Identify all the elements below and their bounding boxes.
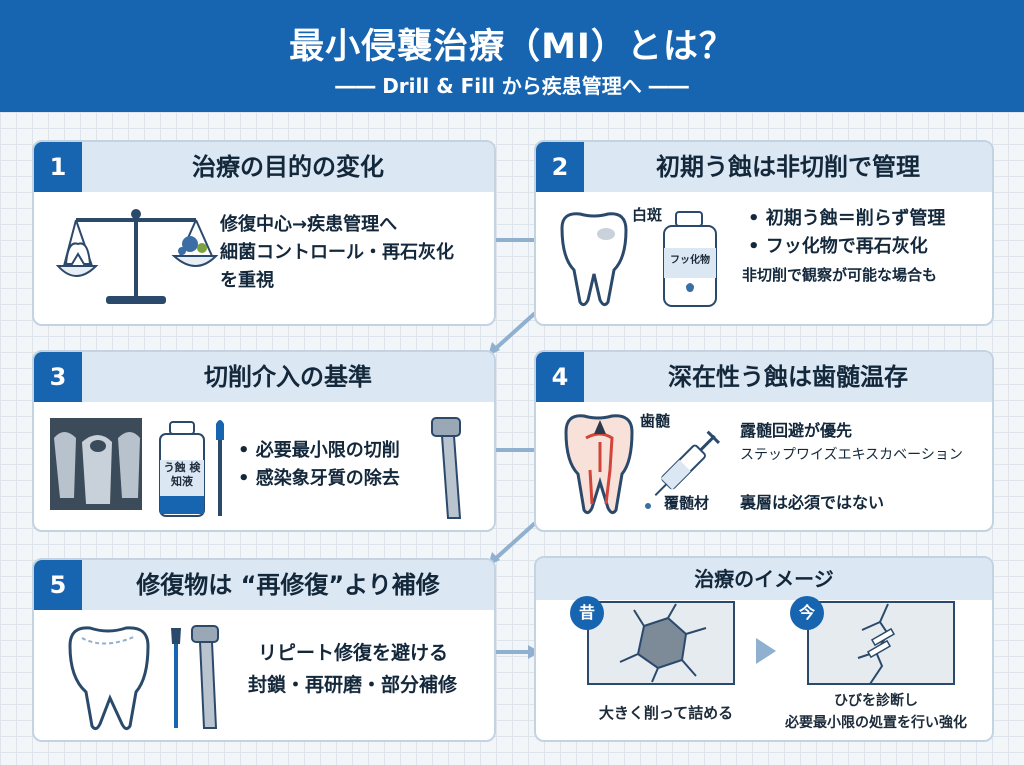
arrow-right-icon: [756, 638, 776, 664]
pulp-label: 歯髄: [640, 412, 671, 430]
brush-icon: [171, 628, 181, 728]
step-number: 2: [536, 142, 584, 192]
card-text-1: • 初期う蝕＝削らず管理: [748, 208, 946, 229]
step-number: 3: [34, 352, 82, 402]
card-cutting-criteria: 3 切削介入の基準 う蝕 検知液 • 必要最小限の切削 • 感染象牙質の除去: [32, 350, 496, 532]
card-text-1: 修復中心→疾患管理へ: [220, 214, 398, 235]
card-pulp-preservation: 4 深在性う蝕は歯髄温存 歯髄 覆髄材 露髄回避が優先 ステップワイズエキスカベ…: [534, 350, 994, 532]
card-title: 初期う蝕は非切削で管理: [656, 153, 920, 181]
after-caption-2: 必要最小限の処置を行い強化: [785, 715, 967, 731]
card-text-3: 非切削で観察が可能な場合も: [742, 266, 938, 284]
card-early-caries: 2 初期う蝕は非切削で管理 白斑 フッ化物 • 初期う蝕＝削らず管理 • フッ化…: [534, 140, 994, 326]
card-header: [34, 352, 494, 402]
after-crack-illustration: [807, 601, 955, 685]
card-text-1: リピート修復を避ける: [258, 642, 449, 664]
card-text-1: 露髄回避が優先: [740, 421, 853, 440]
panel-title: 治療のイメージ: [694, 567, 834, 591]
step-number: 5: [34, 560, 82, 610]
after-caption-1: ひびを診断し: [834, 693, 918, 709]
caries-detector-bottle-icon: [159, 421, 205, 517]
page-header: 最小侵襲治療（MI）とは？ ―― Drill & Fill から疾患管理へ ――: [0, 0, 1024, 112]
before-cavity-illustration: [587, 601, 735, 685]
card-text-3: 裏層は必須ではない: [740, 493, 885, 512]
step-number: 1: [34, 142, 82, 192]
card-text-2: ステップワイズエキスカベーション: [740, 447, 963, 463]
card-purpose-change: 1 治療の目的の変化 修復中心→疾患管理へ 細菌コントロール・再石灰化 を重視: [32, 140, 496, 326]
treatment-image-panel: 治療のイメージ 昔 今 大きく削って詰める ひびを診断し 必要最小限の処置を行い…: [534, 556, 994, 742]
card-text-2: • 感染象牙質の除去: [238, 468, 400, 489]
xray-image-icon: [50, 418, 142, 510]
step-number: 4: [536, 352, 584, 402]
tooth-cross-section-icon: [564, 414, 634, 515]
card-header: [34, 142, 494, 192]
detector-label: う蝕 検知液: [163, 461, 201, 488]
handpiece-icon: [191, 625, 219, 729]
card-text-2: • フッ化物で再石灰化: [748, 236, 928, 257]
page-title: 最小侵襲治療（MI）とは？: [289, 27, 735, 67]
pulp-capping-label: 覆髄材: [664, 494, 710, 512]
white-spot-label: 白斑: [632, 206, 663, 224]
card-title: 治療の目的の変化: [192, 153, 384, 181]
page-subtitle: ―― Drill & Fill から疾患管理へ ――: [335, 74, 689, 98]
before-caption: 大きく削って詰める: [598, 704, 734, 722]
card-text-1: • 必要最小限の切削: [238, 440, 400, 461]
handpiece-icon: [431, 417, 462, 519]
card-text-2: 細菌コントロール・再石灰化: [220, 242, 454, 263]
card-title: 修復物は “再修復”より補修: [136, 571, 440, 599]
syringe-icon: [645, 430, 721, 509]
card-title: 切削介入の基準: [204, 363, 372, 391]
fluoride-label: フッ化物: [670, 255, 710, 266]
before-badge: 昔: [570, 596, 604, 630]
card-text-2: 封鎖・再研磨・部分補修: [248, 674, 458, 696]
card-text-3: を重視: [220, 270, 274, 291]
card-repair-over-replace: 5 修復物は “再修復”より補修 リピート修復を避ける 封鎖・再研磨・部分補修: [32, 558, 496, 742]
card-header: [34, 560, 494, 610]
tooth-white-spot-icon: [560, 212, 628, 307]
card-header: [536, 352, 992, 402]
fluoride-bottle-icon: [663, 211, 717, 307]
card-header: [536, 142, 992, 192]
brush-icon: [216, 420, 224, 516]
panel-header: [536, 558, 992, 600]
after-badge: 今: [790, 596, 824, 630]
restored-tooth-icon: [68, 626, 150, 731]
card-title: 深在性う蝕は歯髄温存: [668, 363, 908, 391]
balance-scale-icon: [55, 209, 219, 304]
